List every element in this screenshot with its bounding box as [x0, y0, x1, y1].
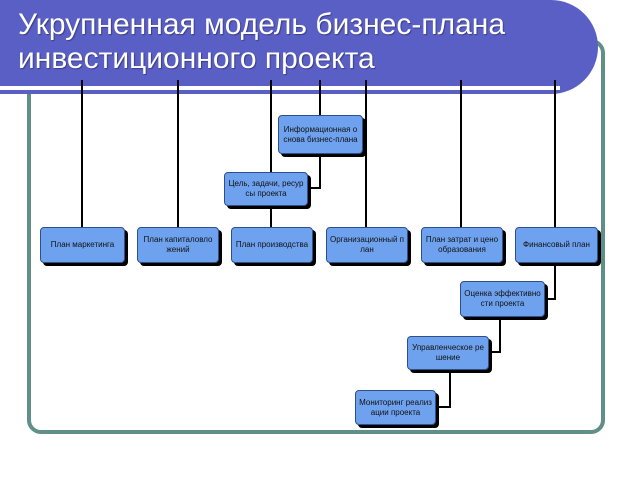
node-finance-plan: Финансовый план	[515, 227, 598, 263]
node-goals: Цель, задачи, ресурсы проекта	[224, 172, 308, 206]
node-info-basis: Информационная основа бизнес-плана	[278, 115, 363, 154]
node-efficiency: Оценка эффективности проекта	[460, 281, 545, 317]
title-underline	[0, 86, 560, 90]
node-decision: Управленческое решение	[407, 336, 489, 370]
connector-finance-efficiency	[545, 264, 556, 300]
title-band	[0, 0, 598, 94]
connector-efficiency-decision	[490, 318, 501, 353]
connector-decision-monitoring	[436, 370, 451, 408]
connector-info-goals	[307, 154, 321, 189]
node-monitoring: Мониторинг реализации проекта	[355, 390, 436, 425]
slide-title-line1: Укрупненная модель бизнес-плана	[18, 8, 506, 41]
slide-title-line2: инвестиционного проекта	[18, 42, 375, 75]
node-production-plan: План производства	[231, 227, 313, 263]
node-cost-plan: План затрат и ценообразования	[421, 227, 503, 263]
node-marketing-plan: План маркетинга	[40, 227, 125, 263]
slide-title: Укрупненная модель бизнес-плана инвестиц…	[18, 8, 588, 76]
node-capital-plan: План капиталовложений	[137, 227, 219, 263]
node-org-plan: Организационный план	[326, 227, 408, 263]
